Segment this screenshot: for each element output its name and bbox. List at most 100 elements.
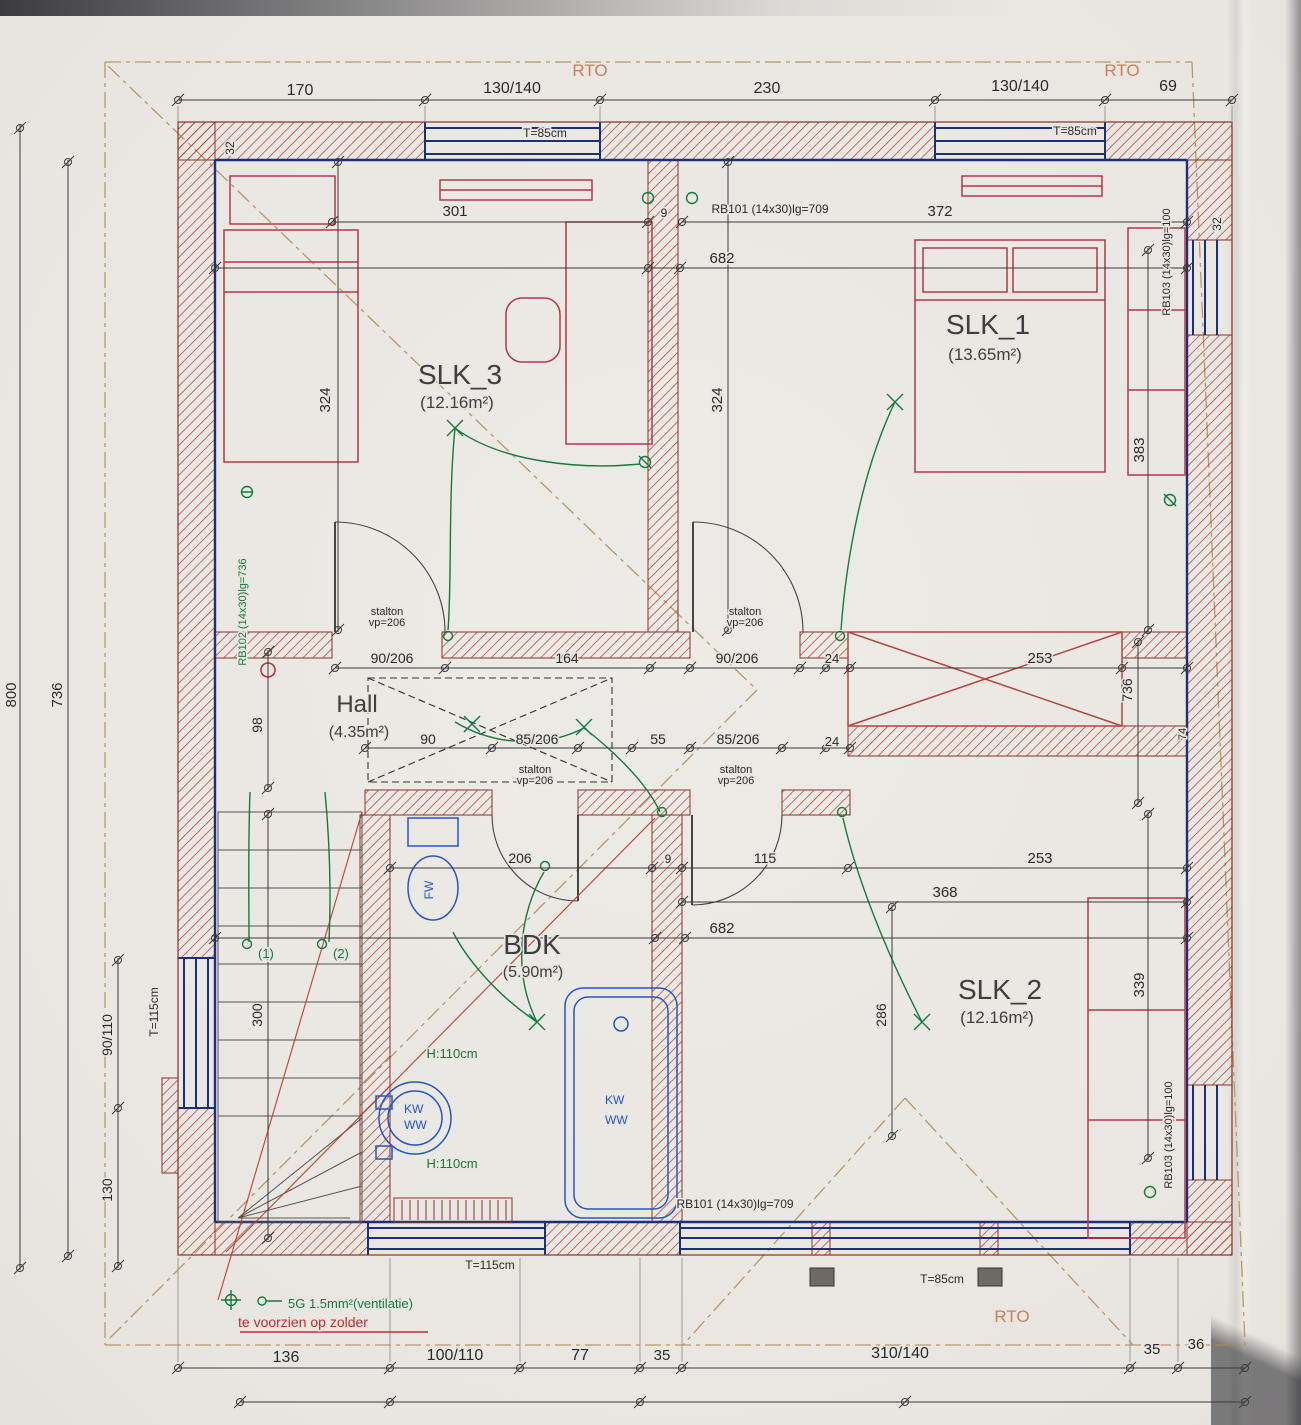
ceiling-point-marks xyxy=(446,393,931,1031)
lintel-2-vp: vp=206 xyxy=(727,617,763,629)
dim-bottom-100-110: 100/110 xyxy=(427,1347,484,1364)
dim-top-130-140-b: 130/140 xyxy=(991,78,1049,95)
dim-right-383: 383 xyxy=(1131,437,1148,462)
dim-bottom-77: 77 xyxy=(571,1347,589,1364)
paper-corner-shadow xyxy=(1211,1255,1301,1425)
radiator-slk3 xyxy=(439,179,593,201)
dim-slk2-368: 368 xyxy=(932,884,957,901)
bed-slk3 xyxy=(223,229,359,463)
lintel-1-vp: vp=206 xyxy=(369,617,405,629)
rto-label-bottom: RTO xyxy=(994,1307,1029,1326)
bathtub xyxy=(564,987,678,1219)
plumbing-fixtures xyxy=(375,817,678,1219)
dim-door-85206-a: 85/206 xyxy=(516,731,559,747)
dim-void-253-a: 253 xyxy=(1027,650,1052,667)
dim-bottom-35-b: 35 xyxy=(1144,1341,1161,1358)
sink xyxy=(375,1081,452,1160)
dim-joint-9-mid: 9 xyxy=(665,852,672,866)
lintel-3-vp: vp=206 xyxy=(517,775,553,787)
chair-slk3 xyxy=(505,297,561,363)
room-area-slk3: (12.16m²) xyxy=(420,393,494,412)
roof-projection-lines xyxy=(104,61,1246,1346)
switch-symbols xyxy=(241,630,848,950)
dim-door-90206-b: 90/206 xyxy=(716,650,759,666)
lintel-3-name: stalton xyxy=(519,764,551,776)
window-t85-top-right: T=85cm xyxy=(1053,124,1097,138)
dim-hall-90: 90 xyxy=(420,731,436,747)
windows xyxy=(178,122,1218,1255)
dim-left-324: 324 xyxy=(317,387,334,412)
drain-grille xyxy=(393,1197,513,1223)
rto-label-top: RTO xyxy=(572,61,607,80)
stairs xyxy=(217,811,363,1223)
beam-rb103-top: RB103 (14x30)lg=100 xyxy=(1161,208,1173,315)
room-label-bdk: BDK xyxy=(503,929,561,960)
room-label-slk2: SLK_2 xyxy=(958,974,1042,1005)
dim-slk1-682: 682 xyxy=(709,250,734,267)
beam-rb102: RB102 (14x30)lg=736 xyxy=(237,558,249,665)
radiator-slk1 xyxy=(961,175,1103,197)
beam-rb101-top: RB101 (14x30)lg=709 xyxy=(711,202,828,216)
dim-bdk-206: 206 xyxy=(508,850,532,866)
dim-door-90206-a: 90/206 xyxy=(371,650,414,666)
window-t115-left: T=115cm xyxy=(147,987,161,1036)
dim-top-230: 230 xyxy=(754,80,781,97)
dim-left-800: 800 xyxy=(3,682,20,707)
dim-top-170: 170 xyxy=(287,82,314,99)
dim-pier-130: 130 xyxy=(99,1178,115,1202)
label-kw-bath: KW xyxy=(605,1093,625,1107)
attic-hatch xyxy=(367,677,613,783)
wardrobe-slk1 xyxy=(1127,227,1186,476)
label-kw-sink: KW xyxy=(404,1102,424,1116)
furniture xyxy=(223,175,1186,1239)
dim-window-90-110: 90/110 xyxy=(99,1014,115,1056)
window-t85-bottom: T=85cm xyxy=(920,1272,964,1286)
dim-right-74: 74 xyxy=(1177,728,1189,740)
dim-bottom-35-a: 35 xyxy=(654,1347,671,1364)
window-t115-bottom: T=115cm xyxy=(465,1258,514,1272)
interior-walls xyxy=(214,159,1188,1223)
structure-navy-lines xyxy=(213,158,1189,1224)
lintel-4-vp: vp=206 xyxy=(718,775,754,787)
label-ww-sink: WW xyxy=(404,1118,427,1132)
toilet xyxy=(407,817,459,921)
dim-strip-115: 115 xyxy=(754,850,777,866)
rto-label-top-right: RTO xyxy=(1104,61,1139,80)
point-label-2: (2) xyxy=(333,946,349,961)
room-area-bdk: (5.90m²) xyxy=(503,964,563,981)
wire-paths xyxy=(248,401,923,1023)
dim-slk1-372: 372 xyxy=(927,203,952,220)
dimension-lines xyxy=(13,93,1252,1409)
dim-slk3-301: 301 xyxy=(442,203,467,220)
window-t85-top-left: T=85cm xyxy=(523,126,567,140)
room-label-slk1: SLK_1 xyxy=(946,309,1030,340)
bed-slk2 xyxy=(1087,897,1186,1239)
dim-void-253-b: 253 xyxy=(1027,850,1052,867)
window-section-marks xyxy=(809,1267,1003,1287)
dim-left-98: 98 xyxy=(249,717,265,733)
dim-hall-55: 55 xyxy=(650,731,666,747)
room-label-hall: Hall xyxy=(336,691,377,718)
dim-wall-32-left: 32 xyxy=(223,141,237,155)
room-area-slk1: (13.65m²) xyxy=(948,345,1022,364)
note-attic: te voorzien op zolder xyxy=(238,1314,368,1330)
dim-pier-24-a: 24 xyxy=(825,651,839,666)
lintel-4-name: stalton xyxy=(720,764,752,776)
outer-wall-outline xyxy=(177,121,1233,1256)
dim-bottom-36: 36 xyxy=(1188,1336,1205,1353)
labels: RTO RTO RTO 170 130/140 230 130/140 69 T… xyxy=(2,60,1226,1368)
beam-rb101-bottom: RB101 (14x30)lg=709 xyxy=(676,1197,793,1211)
point-label-1: (1) xyxy=(258,946,274,961)
exterior-walls xyxy=(161,121,1233,1256)
electrical-wiring xyxy=(221,191,1177,1310)
dim-stairs-300: 300 xyxy=(249,1003,265,1027)
room-area-slk2: (12.16m²) xyxy=(960,1008,1034,1027)
dim-joint-9-top: 9 xyxy=(661,206,668,220)
photo-shadow-right xyxy=(1285,0,1301,1425)
dim-bottom-310-140: 310/140 xyxy=(871,1345,929,1362)
bed-slk1 xyxy=(914,239,1106,473)
note-h110-a: H:110cm xyxy=(426,1046,477,1061)
room-area-hall: (4.35m²) xyxy=(329,724,389,741)
desk-slk3 xyxy=(565,221,653,445)
